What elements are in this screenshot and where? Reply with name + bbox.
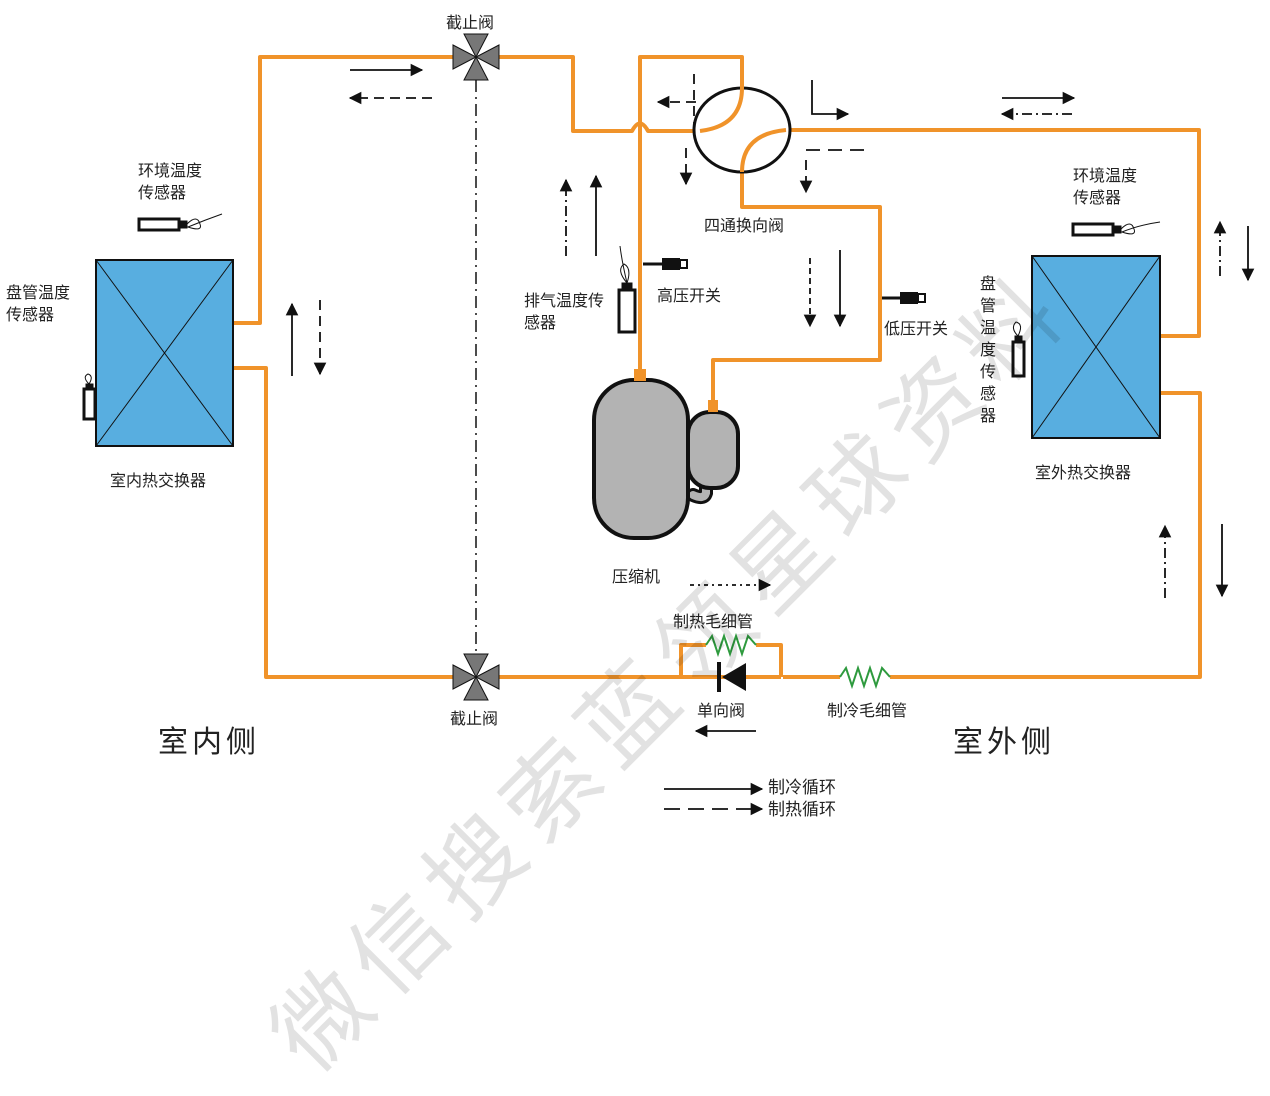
- check-valve-symbol: [717, 662, 746, 692]
- indoor-ambient-sensor-icon: [137, 213, 223, 232]
- low-pressure-switch-label: 低压开关: [884, 319, 949, 338]
- indoor-coil-sensor-label: 盘管温度传感器: [6, 283, 71, 324]
- pipe-indoor-gas: [233, 55, 466, 325]
- outdoor-exchanger-label: 室外热交换器: [1035, 463, 1132, 482]
- top-stop-valve-label: 截止阀: [446, 13, 495, 32]
- outdoor-coil-sensor-label: 盘管温度传感器: [980, 274, 997, 425]
- indoor-ambient-sensor-label: 环境温度传感器: [138, 161, 203, 202]
- pipe-check-loop-2: [756, 643, 783, 677]
- high-pressure-switch-icon: [643, 258, 688, 270]
- high-pressure-switch-label: 高压开关: [657, 286, 722, 305]
- bottom-stop-valve: [452, 653, 500, 701]
- refrigeration-diagram: [82, 33, 1255, 816]
- compressor-label: 压缩机: [612, 567, 661, 586]
- outdoor-coil-sensor-icon: [1011, 321, 1026, 378]
- pipe-outdoor-liquid: [890, 391, 1202, 679]
- check-valve-label: 单向阀: [697, 701, 746, 720]
- flow-arrows: [285, 63, 1255, 738]
- pipe-network: [233, 55, 1202, 679]
- legend-heating-label: 制热循环: [768, 800, 836, 820]
- heating-capillary-coil: [705, 632, 757, 658]
- pipe-gas-to-valve: [486, 55, 700, 133]
- legend-lines: [664, 782, 764, 816]
- pipe-valve-to-outdoor: [786, 128, 1201, 338]
- discharge-sensor-icon: [617, 245, 637, 334]
- four-way-valve: [692, 70, 792, 174]
- outdoor-side-label: 室外侧: [953, 725, 1055, 760]
- indoor-side-label: 室内侧: [158, 725, 260, 760]
- pipe-check-loop: [679, 643, 706, 677]
- four-way-valve-label: 四通换向阀: [704, 216, 785, 235]
- compressor: [592, 369, 740, 540]
- outdoor-ambient-sensor-label: 环境温度传感器: [1073, 166, 1138, 207]
- legend-cooling-label: 制冷循环: [768, 778, 836, 798]
- top-stop-valve: [452, 33, 500, 81]
- low-pressure-switch-icon: [882, 292, 926, 304]
- heating-capillary-label: 制热毛细管: [673, 612, 754, 631]
- cooling-capillary-coil: [839, 664, 891, 690]
- outdoor-ambient-sensor-icon: [1071, 221, 1161, 237]
- discharge-sensor-label: 排气温度传感器: [524, 291, 605, 332]
- outdoor-exchanger: [1031, 255, 1161, 439]
- pipe-suction: [711, 172, 882, 408]
- pipe-indoor-liquid: [233, 366, 466, 679]
- indoor-exchanger: [95, 259, 234, 447]
- bottom-stop-valve-label: 截止阀: [450, 709, 499, 728]
- indoor-coil-sensor-icon: [82, 373, 97, 421]
- cooling-capillary-label: 制冷毛细管: [827, 701, 908, 720]
- indoor-exchanger-label: 室内热交换器: [110, 471, 207, 490]
